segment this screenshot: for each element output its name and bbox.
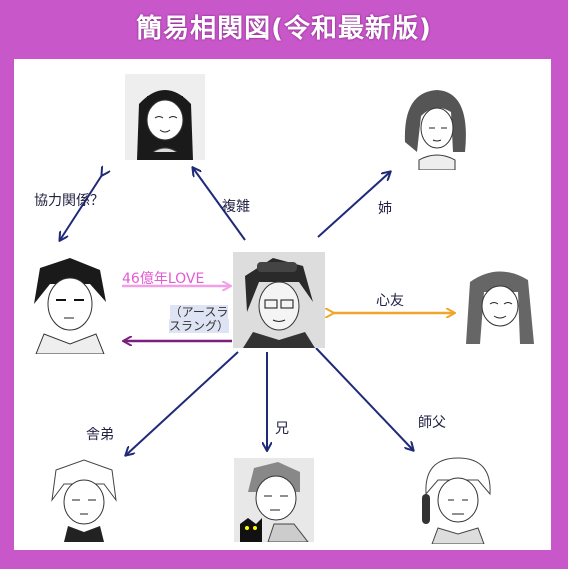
portrait-center-character [233,252,325,348]
portrait-older-brother [234,458,314,542]
arrow-complicated [193,168,246,241]
label-best-friend: 心友 [376,293,404,309]
arrow-cooperation [60,175,102,240]
arrow-younger-brother [126,351,239,455]
label-cooperation: 協力関係？ [34,193,104,209]
portrait-left-man [20,254,118,354]
label-master: 師父 [418,415,446,431]
portrait-younger-brother [46,456,122,542]
label-slang-text: （アースラ スラング） [168,305,229,333]
label-complicated: 複雑 [222,199,250,215]
label-younger-brother: 舎弟 [86,427,114,443]
label-love: 46億年LOVE [122,271,205,287]
label-older-brother: 兄 [275,421,289,437]
diagram-title: 簡易相関図(令和最新版) [136,14,432,44]
label-sister: 姉 [378,201,392,217]
portrait-master [418,454,498,544]
portrait-best-friend [458,262,544,344]
label-slang: （アースラ スラング） [162,305,236,333]
arrow-master [315,347,413,450]
arrow-sister [317,172,390,238]
portrait-sister [395,82,477,170]
portrait-long-hair-girl [125,74,205,160]
